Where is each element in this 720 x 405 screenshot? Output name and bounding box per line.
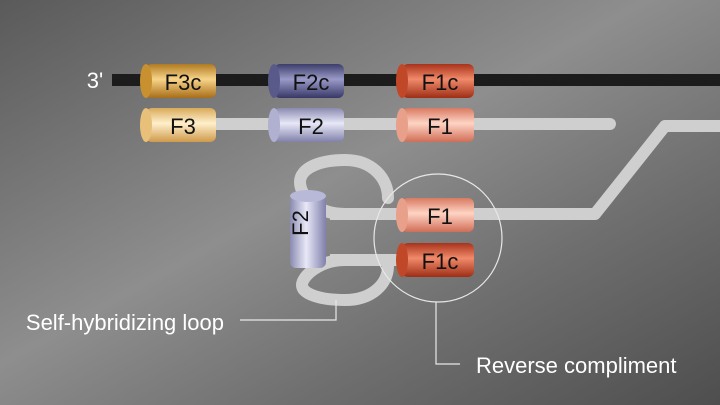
segment-f1-label: F1 <box>427 114 453 139</box>
segment-f1c-top-label: F1c <box>422 70 459 95</box>
segment-f3-label: F3 <box>170 114 196 139</box>
loop-callout-line <box>240 300 337 321</box>
circle-callout-line <box>435 302 460 365</box>
loop-callout-label: Self-hybridizing loop <box>26 310 224 335</box>
circle-callout-label: Reverse compliment <box>476 353 677 378</box>
segment-hybrid-f1: F1 <box>396 198 474 232</box>
segment-loop-f2-label: F2 <box>288 210 313 236</box>
segment-f3c-label: F3c <box>165 70 202 95</box>
segment-f2: F2 <box>268 108 344 142</box>
segment-f2c: F2c <box>268 64 344 98</box>
reverse-complement-circle <box>373 173 503 303</box>
segment-f3c: F3c <box>140 64 216 98</box>
segment-f2-label: F2 <box>298 114 324 139</box>
segment-hybrid-f1-label: F1 <box>427 204 453 229</box>
segment-hybrid-f1c-label: F1c <box>422 249 459 274</box>
segment-hybrid-f1c: F1c <box>396 243 474 277</box>
segment-loop-f2: F2 <box>288 190 326 268</box>
segment-f3: F3 <box>140 108 216 142</box>
segment-f1c-top: F1c <box>396 64 474 98</box>
segment-f2c-label: F2c <box>293 70 330 95</box>
three-prime-label: 3' <box>87 68 103 93</box>
segment-f1: F1 <box>396 108 474 142</box>
